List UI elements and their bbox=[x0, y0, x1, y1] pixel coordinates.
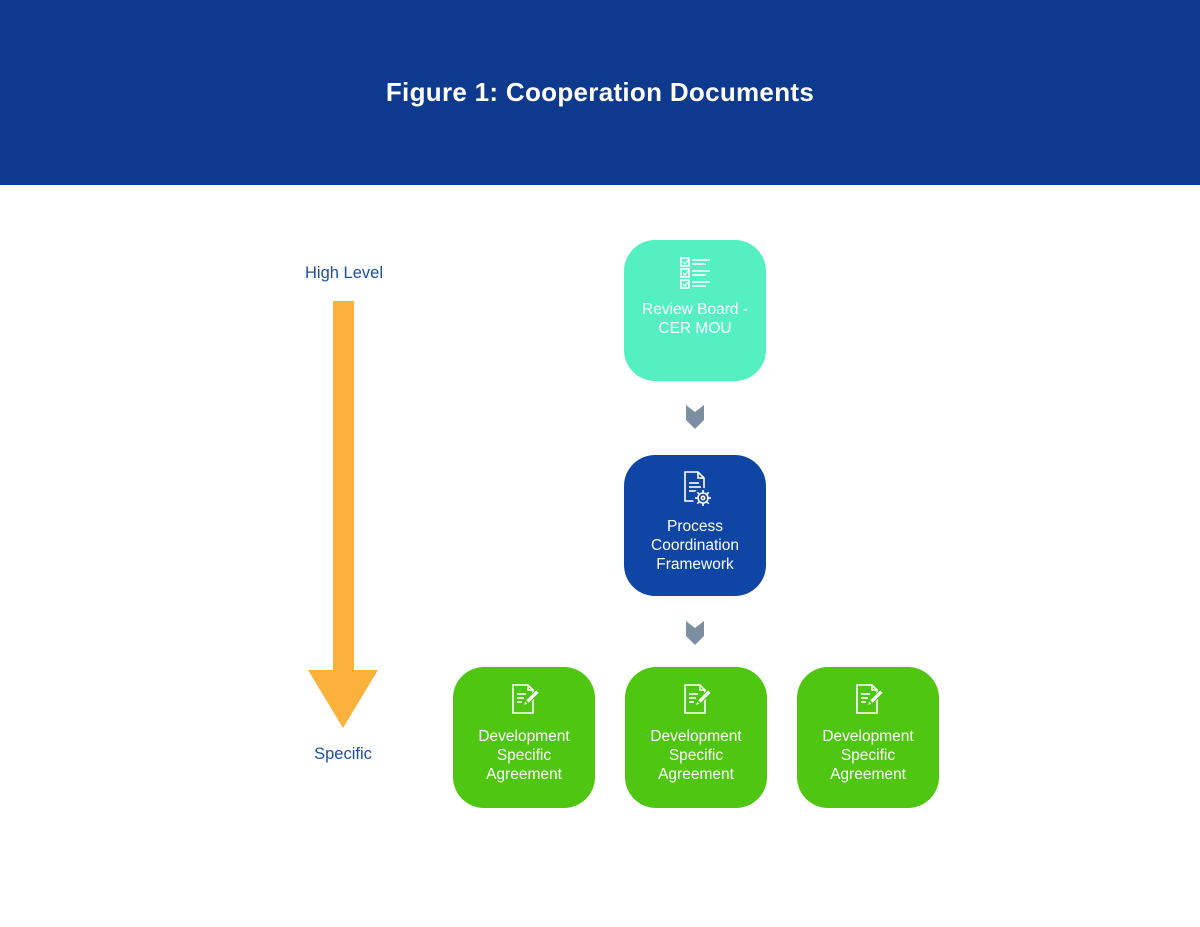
node-label: Development Specific Agreement bbox=[822, 728, 914, 783]
node-label: Development Specific Agreement bbox=[478, 728, 570, 783]
document-pencil-icon bbox=[684, 684, 713, 714]
node-label: Review Board - CER MOU bbox=[642, 301, 748, 337]
scale-arrow-head bbox=[308, 670, 378, 728]
node-development-specific-agreement-2: Development Specific Agreement bbox=[625, 667, 767, 808]
node-review-board-cer-mou: Review Board - CER MOU bbox=[624, 240, 766, 381]
node-development-specific-agreement-1: Development Specific Agreement bbox=[453, 667, 595, 808]
node-label: Process Coordination Framework bbox=[651, 518, 739, 573]
chevron-down-icon bbox=[686, 621, 704, 645]
figure-title: Figure 1: Cooperation Documents bbox=[385, 77, 815, 107]
scale-label-high-level: High Level bbox=[305, 264, 383, 282]
figure-header: Figure 1: Cooperation Documents bbox=[0, 0, 1200, 185]
document-pencil-icon bbox=[512, 684, 541, 714]
node-development-specific-agreement-3: Development Specific Agreement bbox=[797, 667, 939, 808]
node-process-coordination-framework: Process Coordination Framework bbox=[624, 455, 766, 596]
document-pencil-icon bbox=[856, 684, 885, 714]
node-label: Development Specific Agreement bbox=[650, 728, 742, 783]
checklist-icon bbox=[680, 257, 710, 289]
chevron-down-icon bbox=[686, 405, 704, 429]
scale-label-specific: Specific bbox=[314, 745, 372, 763]
document-gear-icon bbox=[684, 471, 713, 508]
scale-arrow-shaft bbox=[333, 301, 354, 672]
